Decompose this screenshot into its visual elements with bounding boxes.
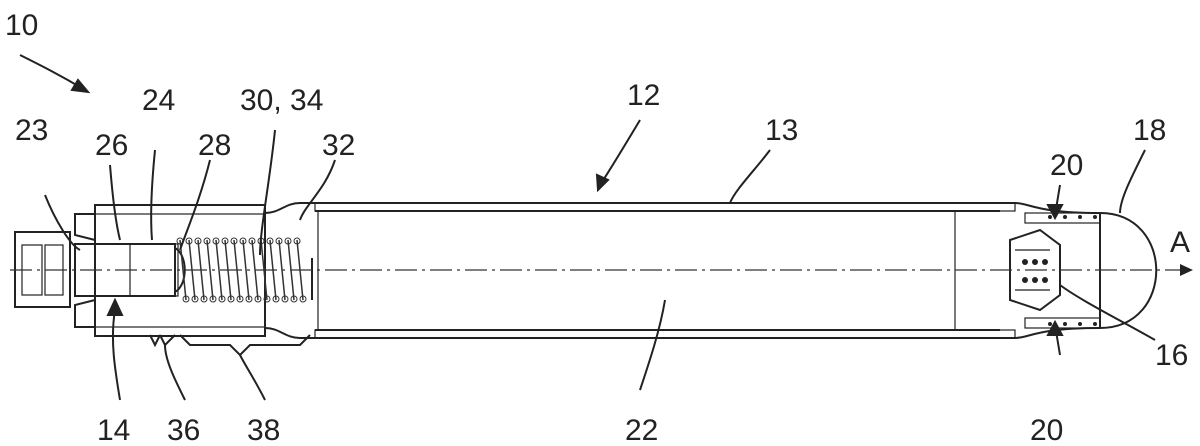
spring-coil-section <box>284 237 292 245</box>
label-10: 10 <box>5 9 38 42</box>
spring-coil-section <box>272 295 280 303</box>
spring-coil-section <box>248 237 256 245</box>
label-28: 28 <box>198 129 231 162</box>
label-12: 12 <box>627 79 660 112</box>
spring-coil-section <box>185 237 193 245</box>
spring-coil-section <box>290 295 298 303</box>
label-23: 23 <box>15 114 48 147</box>
spring-coil-section <box>200 295 208 303</box>
label-18: 18 <box>1133 114 1166 147</box>
label-24: 24 <box>142 84 175 117</box>
spring-coil-section <box>212 237 220 245</box>
spring-coil-section <box>209 295 217 303</box>
spring-coil-section <box>281 295 289 303</box>
spring-coil <box>206 239 214 301</box>
spring-coil-section <box>194 237 202 245</box>
label-20-top: 20 <box>1050 149 1083 182</box>
spring-coil-section <box>245 295 253 303</box>
spring-coil <box>215 239 223 301</box>
spring-coil-section <box>263 295 271 303</box>
label-13: 13 <box>765 114 798 147</box>
spring-coil-section <box>218 295 226 303</box>
spring-coil <box>242 239 250 301</box>
label-30-34: 30, 34 <box>240 84 323 117</box>
spring-coil-section <box>275 237 283 245</box>
spring-coil-section <box>227 295 235 303</box>
spring-coil-section <box>236 295 244 303</box>
spring-coil-section <box>182 295 190 303</box>
spring-coil-section <box>299 295 307 303</box>
label-20-bottom: 20 <box>1030 414 1063 446</box>
spring-coil-section <box>254 295 262 303</box>
label-26: 26 <box>95 129 128 162</box>
spring-coil-section <box>221 237 229 245</box>
label-36: 36 <box>167 414 200 446</box>
label-38: 38 <box>247 414 280 446</box>
leader-lines <box>19 54 1156 401</box>
label-16: 16 <box>1155 339 1188 372</box>
label-32: 32 <box>322 129 355 162</box>
spring-coil-section <box>191 295 199 303</box>
spring-coil-section <box>239 237 247 245</box>
spring-coil-section <box>203 237 211 245</box>
label-14: 14 <box>97 414 130 446</box>
spring-coil-section <box>230 237 238 245</box>
igniter-housing <box>74 204 266 337</box>
axis-arrow-icon <box>1180 264 1193 276</box>
label-axis-A: A <box>1170 226 1190 259</box>
label-22: 22 <box>625 414 658 446</box>
spring-coil-section <box>266 237 274 245</box>
spring-coil-section <box>293 237 301 245</box>
